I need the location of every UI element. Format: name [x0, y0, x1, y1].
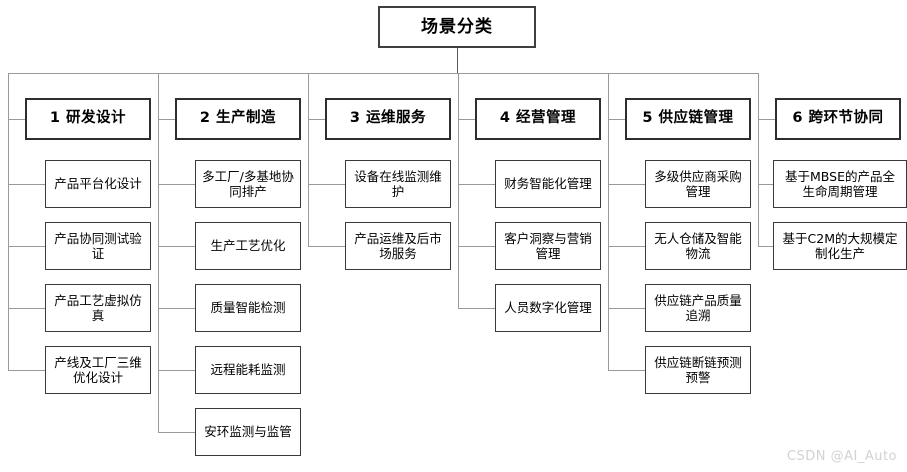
- leaf-node-label: 供应链断链预测预警: [654, 354, 742, 385]
- leaf-stub: [158, 246, 195, 247]
- leaf-stub: [8, 370, 45, 371]
- leaf-node-label: 基于MBSE的产品全生命周期管理: [785, 168, 895, 199]
- leaf-node-label: 设备在线监测维护: [354, 168, 442, 199]
- category-node-2[interactable]: 2 生产制造: [175, 98, 301, 140]
- leaf-node-label: 产品运维及后市场服务: [354, 230, 442, 261]
- category-stub: [458, 119, 475, 120]
- column-trunk: [308, 73, 309, 246]
- leaf-node-label: 基于C2M的大规模定制化生产: [782, 230, 898, 261]
- leaf-node-label: 产线及工厂三维优化设计: [54, 354, 142, 385]
- leaf-node[interactable]: 远程能耗监测: [195, 346, 301, 394]
- leaf-node[interactable]: 产品协同测试验证: [45, 222, 151, 270]
- leaf-stub: [608, 246, 645, 247]
- column-trunk: [8, 73, 9, 370]
- leaf-node-label: 生产工艺优化: [210, 238, 286, 254]
- leaf-node[interactable]: 质量智能检测: [195, 284, 301, 332]
- leaf-node[interactable]: 无人仓储及智能物流: [645, 222, 751, 270]
- leaf-node-label: 无人仓储及智能物流: [654, 230, 742, 261]
- column-trunk: [608, 73, 609, 370]
- distribution-bus: [8, 73, 758, 74]
- leaf-node-label: 远程能耗监测: [210, 362, 286, 378]
- leaf-node[interactable]: 多工厂/多基地协同排产: [195, 160, 301, 208]
- leaf-node[interactable]: 设备在线监测维护: [345, 160, 451, 208]
- category-stub: [8, 119, 25, 120]
- root-node-label: 场景分类: [421, 16, 493, 37]
- category-node-3[interactable]: 3 运维服务: [325, 98, 451, 140]
- column-trunk: [158, 73, 159, 432]
- leaf-node[interactable]: 产线及工厂三维优化设计: [45, 346, 151, 394]
- root-stem: [457, 48, 458, 73]
- leaf-node-label: 人员数字化管理: [504, 300, 592, 316]
- leaf-node[interactable]: 产品工艺虚拟仿真: [45, 284, 151, 332]
- leaf-node[interactable]: 产品平台化设计: [45, 160, 151, 208]
- category-node-5[interactable]: 5 供应链管理: [625, 98, 751, 140]
- leaf-stub: [608, 370, 645, 371]
- leaf-stub: [158, 184, 195, 185]
- leaf-node-label: 安环监测与监管: [204, 424, 292, 440]
- leaf-node-label: 多级供应商采购管理: [654, 168, 742, 199]
- leaf-node-label: 质量智能检测: [210, 300, 286, 316]
- category-stub: [608, 119, 625, 120]
- leaf-stub: [458, 246, 495, 247]
- category-node-6[interactable]: 6 跨环节协同: [775, 98, 901, 140]
- category-node-4[interactable]: 4 经营管理: [475, 98, 601, 140]
- leaf-node-label: 财务智能化管理: [504, 176, 592, 192]
- leaf-node[interactable]: 安环监测与监管: [195, 408, 301, 456]
- leaf-node-label: 多工厂/多基地协同排产: [202, 168, 294, 199]
- category-node-label: 6 跨环节协同: [792, 110, 884, 127]
- leaf-stub: [758, 184, 773, 185]
- leaf-stub: [608, 308, 645, 309]
- leaf-node[interactable]: 供应链断链预测预警: [645, 346, 751, 394]
- leaf-node[interactable]: 产品运维及后市场服务: [345, 222, 451, 270]
- leaf-stub: [158, 370, 195, 371]
- leaf-stub: [758, 246, 773, 247]
- leaf-node-label: 产品平台化设计: [54, 176, 142, 192]
- leaf-node-label: 供应链产品质量追溯: [654, 292, 742, 323]
- leaf-stub: [8, 308, 45, 309]
- root-node[interactable]: 场景分类: [378, 6, 536, 48]
- category-node-label: 3 运维服务: [349, 110, 427, 127]
- column-trunk: [458, 73, 459, 308]
- leaf-node[interactable]: 财务智能化管理: [495, 160, 601, 208]
- category-stub: [158, 119, 175, 120]
- leaf-node-label: 产品协同测试验证: [54, 230, 142, 261]
- watermark: CSDN @AI_Auto: [786, 449, 897, 464]
- leaf-node[interactable]: 基于C2M的大规模定制化生产: [773, 222, 907, 270]
- category-node-label: 1 研发设计: [49, 110, 127, 127]
- column-trunk: [758, 73, 759, 246]
- category-node-label: 2 生产制造: [199, 110, 277, 127]
- leaf-stub: [158, 432, 195, 433]
- leaf-node[interactable]: 基于MBSE的产品全生命周期管理: [773, 160, 907, 208]
- leaf-stub: [308, 246, 345, 247]
- leaf-stub: [308, 184, 345, 185]
- category-stub: [308, 119, 325, 120]
- leaf-node-label: 产品工艺虚拟仿真: [54, 292, 142, 323]
- leaf-stub: [158, 308, 195, 309]
- leaf-node[interactable]: 生产工艺优化: [195, 222, 301, 270]
- category-node-label: 5 供应链管理: [642, 110, 734, 127]
- leaf-stub: [458, 184, 495, 185]
- leaf-node[interactable]: 人员数字化管理: [495, 284, 601, 332]
- leaf-node[interactable]: 多级供应商采购管理: [645, 160, 751, 208]
- leaf-node[interactable]: 供应链产品质量追溯: [645, 284, 751, 332]
- category-stub: [758, 119, 775, 120]
- leaf-stub: [8, 246, 45, 247]
- category-node-1[interactable]: 1 研发设计: [25, 98, 151, 140]
- leaf-node-label: 客户洞察与营销管理: [504, 230, 592, 261]
- leaf-stub: [458, 308, 495, 309]
- leaf-stub: [8, 184, 45, 185]
- category-node-label: 4 经营管理: [499, 110, 577, 127]
- leaf-node[interactable]: 客户洞察与营销管理: [495, 222, 601, 270]
- leaf-stub: [608, 184, 645, 185]
